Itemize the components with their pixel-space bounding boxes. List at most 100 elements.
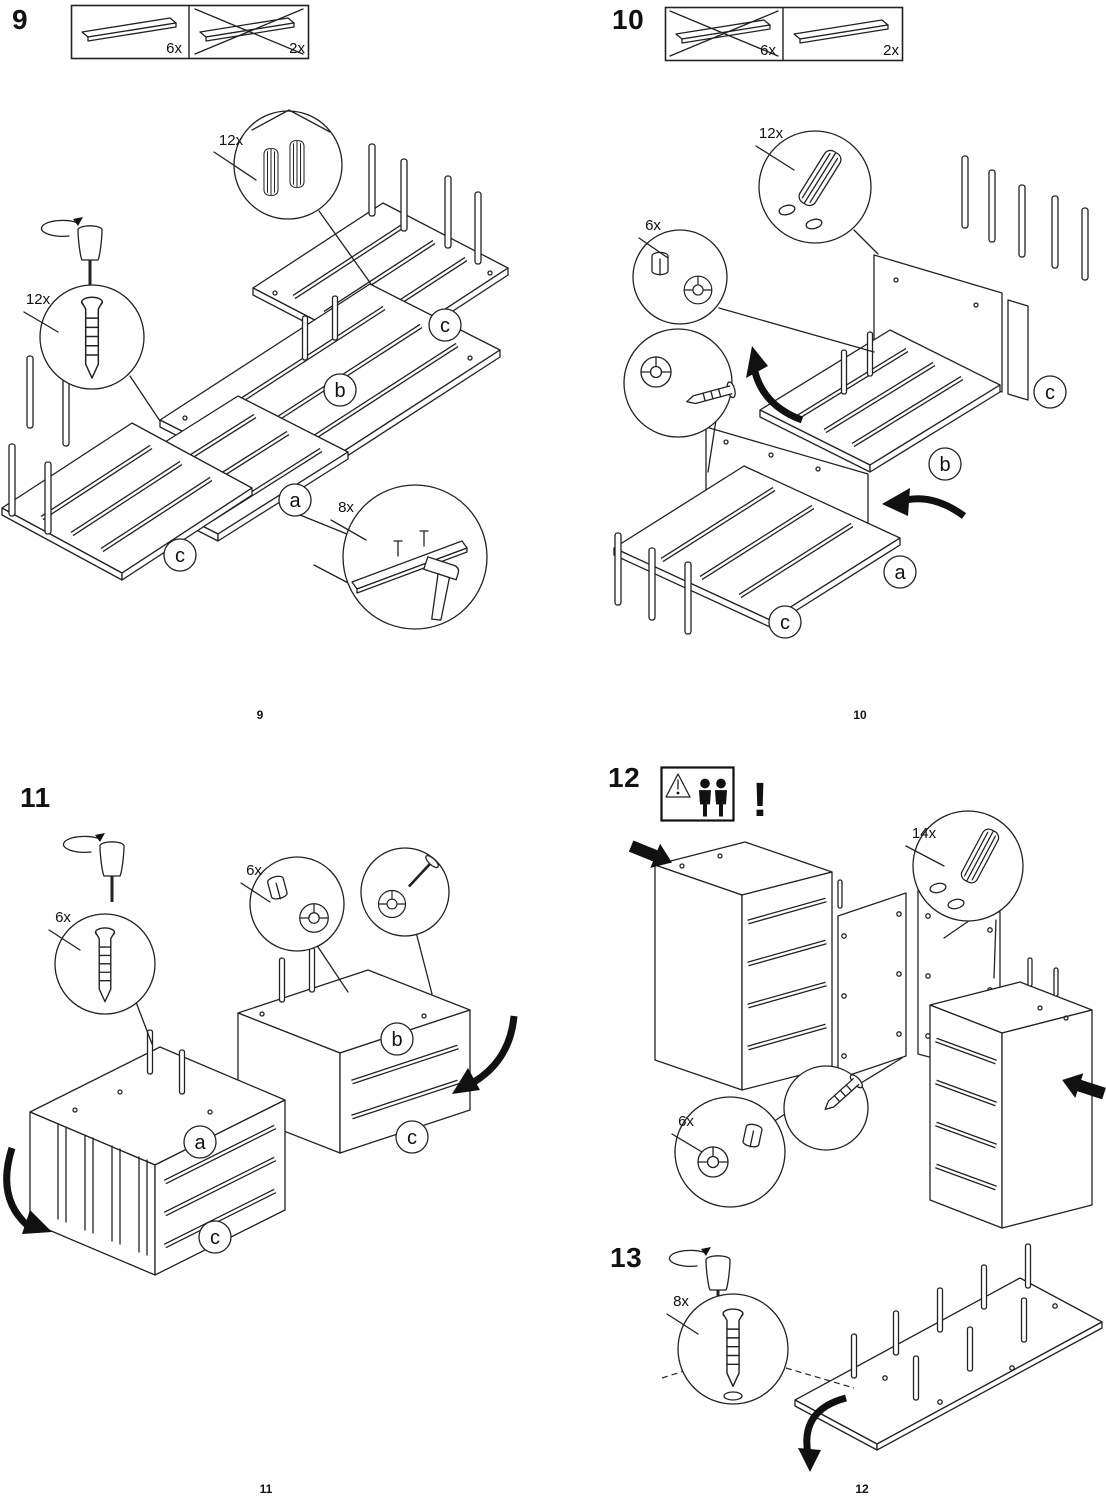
nail-strip-icon: [351, 540, 468, 594]
screw-icon: [824, 1074, 863, 1111]
screwdriver-icon: [61, 831, 126, 904]
step13-screw-qty: 8x: [673, 1293, 689, 1310]
step11-number: 11: [20, 782, 51, 813]
step12-dowel-qty: 14x: [912, 825, 937, 842]
svg-text:c: c: [1045, 382, 1055, 404]
step13-number: 13: [610, 1242, 643, 1273]
step11-illustration: b c a c 6x 6x: [3, 831, 518, 1276]
step11-screw-qty: 6x: [55, 909, 71, 926]
svg-text:c: c: [175, 545, 185, 567]
panel-top: [794, 1277, 1103, 1451]
page-number-9: 9: [256, 708, 264, 722]
cabinet-right: [929, 981, 1093, 1229]
svg-text:c: c: [407, 1127, 417, 1149]
svg-text:c: c: [780, 612, 790, 634]
panel-side-small: [1007, 299, 1029, 401]
step12-warning-box: !: [660, 766, 768, 827]
dowel-icon: [263, 148, 279, 196]
svg-text:a: a: [194, 1132, 206, 1154]
crossed-strip-icon: [194, 8, 304, 55]
step12-cam-qty: 6x: [678, 1113, 694, 1130]
step9-part2-qty: 2x: [289, 40, 305, 57]
part-label-c1: c: [395, 1120, 429, 1154]
cam-callout: 6x: [240, 847, 450, 995]
rotate-arrow-icon: [746, 346, 804, 424]
rotate-arrow-icon: [882, 488, 967, 519]
part-label-a: a: [183, 1125, 217, 1159]
step10-number: 10: [612, 4, 645, 35]
dowel-callout: 14x: [905, 810, 1024, 979]
part-label-a: a: [278, 483, 312, 517]
svg-text:b: b: [391, 1029, 402, 1051]
svg-text:b: b: [939, 454, 950, 476]
drawer-rails: [351, 1044, 459, 1120]
drawer-rails: [747, 897, 827, 1051]
part-label-c2: c: [163, 538, 197, 572]
exclamation-mark: !: [752, 774, 768, 827]
cam-lock-icon: [377, 889, 407, 919]
step10-parts-box: 6x 2x: [664, 6, 904, 62]
dowel-icon: [289, 140, 305, 188]
panel-c2: [1, 422, 253, 581]
drawer-rails: [163, 1124, 277, 1249]
rotate-arrow-icon: [798, 1394, 847, 1472]
svg-text:c: c: [210, 1227, 220, 1249]
part-label-c1: c: [1033, 375, 1067, 409]
step9-parts-box: 6x 2x: [70, 4, 310, 60]
box-a: [29, 1046, 286, 1276]
hammer-icon: [423, 556, 460, 621]
warning-triangle-icon: [665, 773, 691, 798]
cam-lock-icon: [640, 356, 672, 388]
nail-callout: 8x: [299, 484, 488, 630]
svg-text:c: c: [440, 315, 450, 337]
step10-illustration: c b a c 12x: [613, 125, 1089, 639]
screwdriver-icon: [39, 215, 104, 288]
step10-part2-qty: 2x: [883, 42, 899, 59]
svg-text:a: a: [289, 490, 301, 512]
screw-callout: 12x: [23, 284, 161, 422]
step12-illustration: 14x 6x: [626, 810, 1106, 1229]
part-label-b: b: [380, 1022, 414, 1056]
part-label-b: b: [323, 373, 357, 407]
step9-dowel-qty: 12x: [219, 132, 244, 149]
dowel-pins: [961, 155, 1089, 281]
cam-lock-icon: [299, 903, 329, 933]
screw-icon: [686, 381, 736, 405]
part-label-c2: c: [768, 605, 802, 639]
step9-screw-qty: 12x: [26, 291, 51, 308]
panel-side-small: [837, 892, 907, 1080]
step10-cam-qty: 6x: [645, 217, 661, 234]
part-label-b: b: [928, 447, 962, 481]
part-label-c2: c: [198, 1220, 232, 1254]
step9-nail-qty: 8x: [338, 499, 354, 516]
svg-text:b: b: [334, 380, 345, 402]
page-number-10: 10: [853, 708, 867, 722]
cam-lock-icon: [683, 275, 713, 305]
dowel-callout: 12x: [755, 125, 879, 255]
step10-dowel-qty: 12x: [759, 125, 784, 142]
box-b: [237, 969, 471, 1154]
drawer-rails: [40, 444, 213, 553]
screwdriver-tip-icon: [407, 855, 439, 888]
step9-number: 9: [12, 4, 29, 35]
drawer-rails: [935, 1037, 997, 1191]
rotate-arrow-icon: [452, 1015, 518, 1094]
page-number-12: 12: [855, 1482, 869, 1496]
cam-callout: 6x: [671, 1057, 903, 1208]
drawer-rails: [660, 486, 854, 599]
part-label-a: a: [883, 555, 917, 589]
dowel-callout: 12x: [213, 109, 372, 285]
screw-callout: 6x: [48, 909, 156, 1045]
part-label-c1: c: [428, 308, 462, 342]
step11-cam-qty: 6x: [246, 862, 262, 879]
drawer-rails: [796, 347, 964, 448]
cam-callout: 6x: [623, 217, 875, 473]
panel-a: [613, 465, 901, 628]
step9-part1-qty: 6x: [166, 40, 182, 57]
step10-part1-qty: 6x: [760, 42, 776, 59]
screw-callout: 8x: [661, 1293, 855, 1405]
panel-b: [759, 329, 1001, 473]
crossed-strip-icon: [669, 10, 779, 57]
page-number-11: 11: [259, 1482, 273, 1496]
